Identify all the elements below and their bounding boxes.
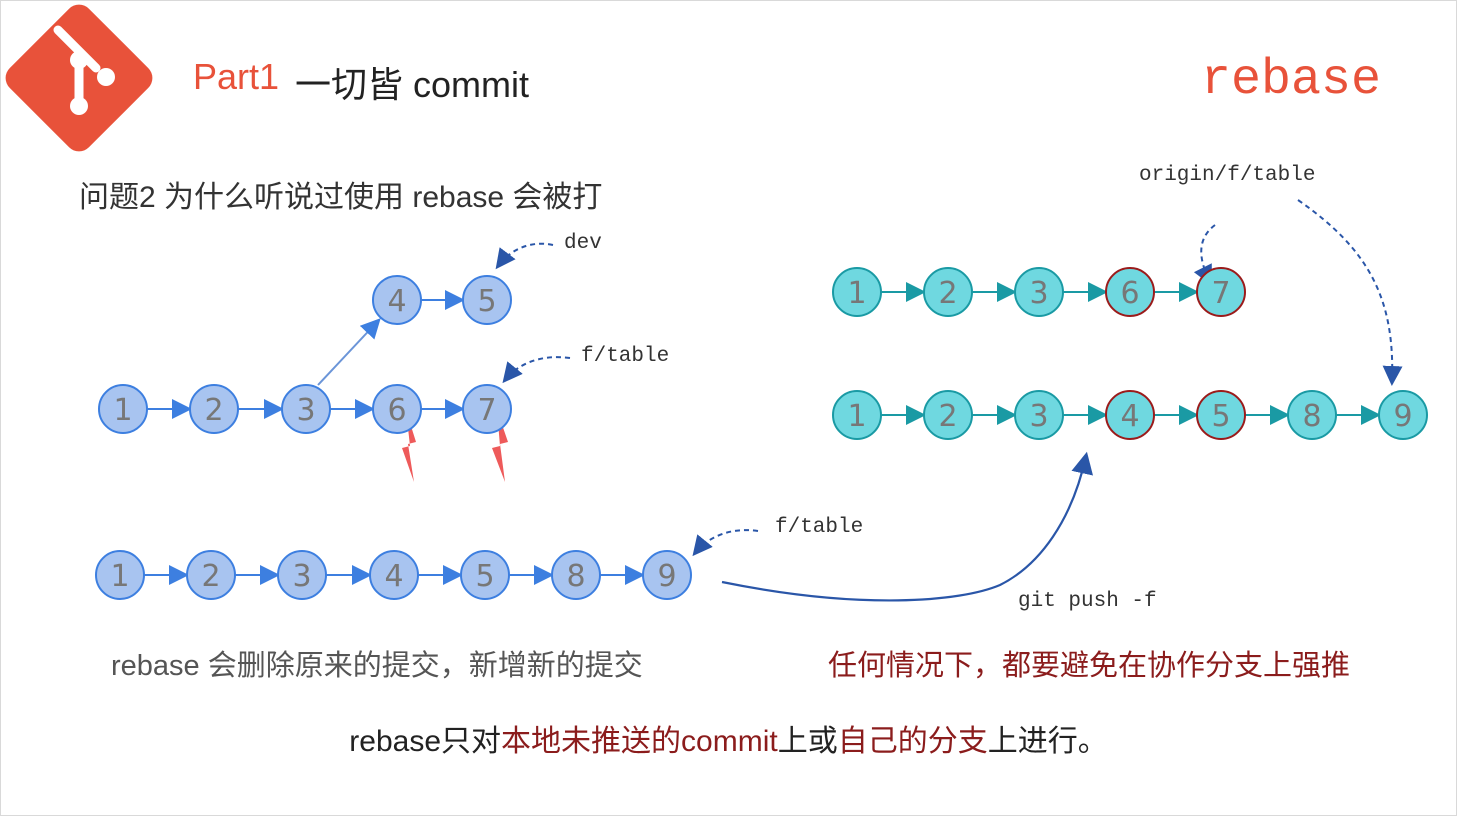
origin-label: origin/f/table: [1139, 164, 1316, 187]
remote-before-commit-node: [923, 267, 973, 317]
branch-edge: [317, 318, 381, 386]
ftable-lower-pointer: [692, 529, 759, 557]
remote-before-commit-label: 1: [847, 276, 866, 311]
page-title: 一切皆 commit: [295, 64, 530, 105]
remote-after-commit-label: 2: [938, 399, 957, 434]
remote-after-commit-label: 9: [1393, 399, 1412, 434]
git-logo: [5, 4, 153, 152]
note-left: rebase 会删除原来的提交，新增新的提交: [111, 650, 643, 682]
rebased-branch-commit-label: 1: [110, 559, 129, 594]
dev-branch-commit-label: 4: [387, 284, 406, 319]
ftable-branch-commit-node: [372, 384, 422, 434]
dev-branch-commit-node: [372, 275, 422, 325]
rebased-branch-commit-node: [642, 550, 692, 600]
rebased-branch-commit-node: [460, 550, 510, 600]
ftable-branch-commit-label: 3: [296, 393, 315, 428]
bottom-summary: rebase只对本地未推送的commit上或自己的分支上进行。: [0, 716, 1457, 760]
remote-before-commit-label: 6: [1120, 276, 1139, 311]
rebased-branch-commit-node: [369, 550, 419, 600]
remote-after-commit-node: [1378, 390, 1428, 440]
dev-label: dev: [564, 232, 602, 255]
ftable-branch-commit-label: 7: [477, 393, 496, 428]
origin-pointer-9: [1297, 199, 1403, 386]
note-right: 任何情况下，都要避免在协作分支上强推: [828, 650, 1351, 682]
ftable-branch-commit-label: 6: [387, 393, 406, 428]
summary-part-3: 上或: [777, 725, 838, 758]
remote-after-commit-label: 4: [1120, 399, 1139, 434]
ftable-branch-commit-node: [98, 384, 148, 434]
conflict-lightning-1: [402, 410, 416, 482]
rebased-branch-commit-label: 8: [566, 559, 585, 594]
topic-label: rebase: [1200, 52, 1381, 109]
remote-after-commit-label: 5: [1211, 399, 1230, 434]
dev-branch-commit-label: 5: [477, 284, 496, 319]
rebased-branch-commit-node: [95, 550, 145, 600]
remote-after-commit-node: [1287, 390, 1337, 440]
remote-after-commit-node: [1105, 390, 1155, 440]
ftable-branch-commit-node: [281, 384, 331, 434]
dev-branch-commit-node: [462, 275, 512, 325]
remote-after-commit-label: 3: [1029, 399, 1048, 434]
remote-before-commit-label: 2: [938, 276, 957, 311]
ftable-branch-commit-label: 2: [204, 393, 223, 428]
remote-before-commit-label: 7: [1211, 276, 1230, 311]
ftable-branch-commit-label: 1: [113, 393, 132, 428]
remote-after-commit-label: 8: [1302, 399, 1321, 434]
summary-part-1: rebase只对: [349, 725, 502, 758]
rebased-branch-commit-label: 4: [384, 559, 403, 594]
push-curve: [721, 451, 1093, 602]
conflict-lightning-2: [492, 410, 508, 482]
ftable-lower-label: f/table: [775, 516, 864, 539]
remote-before-commit-node: [1196, 267, 1246, 317]
ftable-upper-pointer: [502, 356, 571, 384]
ftable-branch-commit-node: [189, 384, 239, 434]
remote-after-commit-node: [923, 390, 973, 440]
remote-after-commit-label: 1: [847, 399, 866, 434]
summary-part-5: 上进行。: [987, 725, 1108, 758]
remote-after-commit-node: [1014, 390, 1064, 440]
rebased-branch-commit-node: [551, 550, 601, 600]
remote-before-commit-node: [1105, 267, 1155, 317]
rebased-branch-commit-node: [277, 550, 327, 600]
remote-after-commit-node: [832, 390, 882, 440]
remote-before-commit-node: [832, 267, 882, 317]
rebased-branch-commit-label: 9: [657, 559, 676, 594]
rebased-branch-commit-label: 3: [292, 559, 311, 594]
ftable-branch-commit-node: [462, 384, 512, 434]
summary-part-2: 本地未推送的commit: [501, 725, 778, 758]
question-heading: 问题2 为什么听说过使用 rebase 会被打: [79, 181, 603, 214]
rebased-branch-commit-label: 5: [475, 559, 494, 594]
part-label: Part1: [193, 56, 280, 97]
remote-before-commit-label: 3: [1029, 276, 1048, 311]
remote-before-commit-node: [1014, 267, 1064, 317]
dev-pointer: [495, 242, 554, 270]
ftable-upper-label: f/table: [581, 345, 670, 368]
rebased-branch-commit-label: 2: [201, 559, 220, 594]
rebased-branch-commit-node: [186, 550, 236, 600]
remote-after-commit-node: [1196, 390, 1246, 440]
push-label: git push -f: [1018, 590, 1157, 613]
summary-part-4: 自己的分支: [837, 725, 988, 758]
